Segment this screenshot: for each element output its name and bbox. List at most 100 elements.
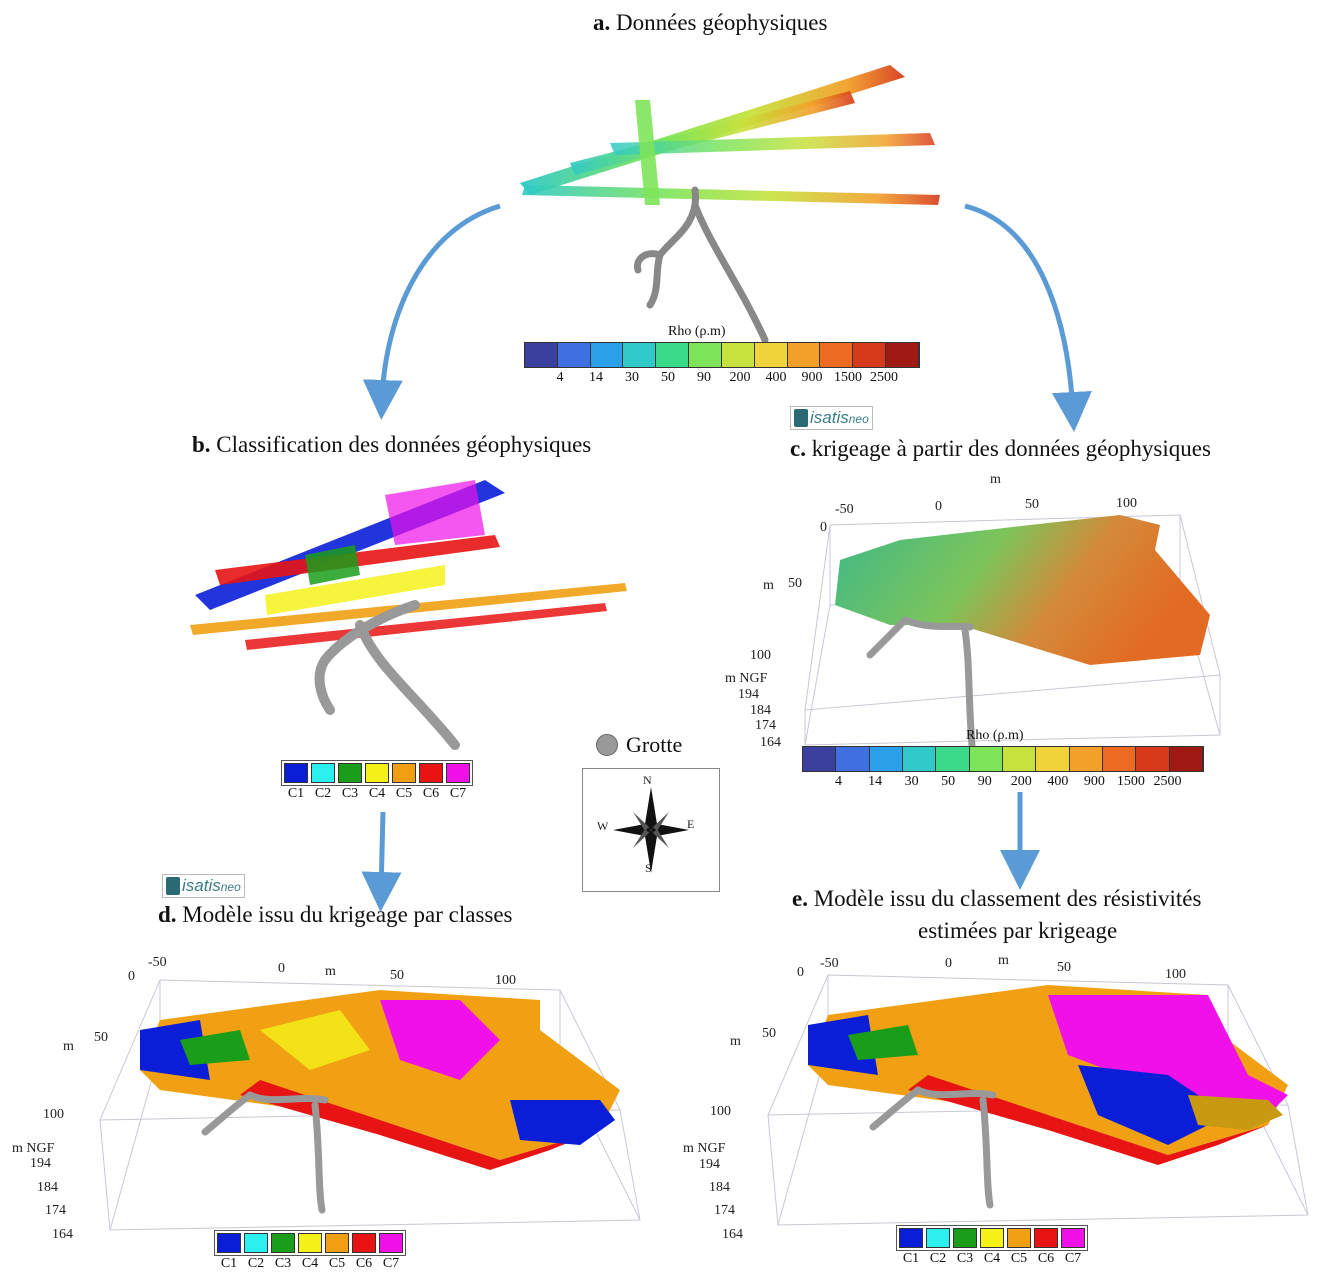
axis-c-y2: 100 — [750, 648, 771, 663]
cave-marker-icon — [596, 734, 618, 756]
colorbar-swatch — [1136, 747, 1170, 771]
class-swatch-c2 — [244, 1233, 268, 1253]
class-label: C4 — [301, 1256, 319, 1271]
axis-c-y0: 0 — [820, 520, 827, 535]
isatis-logo-icon — [166, 877, 180, 895]
class-swatch-c2 — [926, 1228, 950, 1248]
compass-e: E — [687, 817, 695, 831]
colorbar-swatch — [525, 343, 558, 367]
colorbar-tick-label: 1500 — [834, 370, 862, 385]
axis-c-x2: 50 — [1025, 497, 1039, 512]
colorbar-tick-label: 30 — [625, 370, 639, 385]
class-swatch-c1 — [284, 763, 308, 783]
colorbar-tick-label: 90 — [697, 370, 711, 385]
axis-e-z1: 184 — [709, 1180, 730, 1195]
class-swatch-c4 — [980, 1228, 1004, 1248]
colorbar-tick-label: 4 — [835, 774, 843, 789]
colorbar-swatch — [1169, 747, 1203, 771]
title-b: b. Classification des données géophysiqu… — [192, 432, 592, 457]
cave-shape-e — [869, 1086, 997, 1209]
axis-d-z0: 194 — [30, 1156, 51, 1171]
axis-d-x3: 100 — [495, 973, 516, 988]
arrow-b-to-d — [361, 811, 402, 912]
class-label: C3 — [341, 786, 359, 801]
class-label: C6 — [1037, 1251, 1055, 1266]
class-label: C2 — [929, 1251, 947, 1266]
axis-e-m-left: m — [730, 1034, 741, 1049]
colorbar-swatch — [1069, 747, 1103, 771]
axis-e-z0: 194 — [699, 1157, 720, 1172]
compass-rose-icon — [613, 787, 689, 873]
colorbar-tick-label: 14 — [589, 370, 603, 385]
kriging-3d-view — [804, 514, 1221, 749]
colorbar-swatch — [1102, 747, 1137, 771]
isatis-logo-d: isatisneo — [162, 874, 245, 898]
colorbar-tick-label: 90 — [977, 774, 992, 789]
class-kriging-3d-view-e — [767, 974, 1309, 1226]
axis-d-x0: -50 — [148, 955, 167, 970]
axis-e-m-top: m — [998, 953, 1009, 968]
axis-d-x2: 50 — [390, 968, 404, 983]
class-swatch-c7 — [379, 1233, 403, 1253]
class-swatch-c5 — [392, 763, 416, 783]
class-label: C3 — [956, 1251, 974, 1266]
class-label: C4 — [368, 786, 386, 801]
axis-c-m-top: m — [990, 472, 1001, 487]
axis-e-x2: 50 — [1057, 960, 1071, 975]
axis-c-m-left: m — [763, 578, 774, 593]
axis-c-z0: 194 — [738, 687, 759, 702]
title-e: e. Modèle issu du classement des résisti… — [792, 886, 1202, 911]
class-label: C5 — [395, 786, 413, 801]
class-label: C5 — [328, 1256, 346, 1271]
axis-d-m-top: m — [325, 964, 336, 979]
class-swatch-c3 — [953, 1228, 977, 1248]
class-label: C2 — [247, 1256, 265, 1271]
colorbar-tick-label: 2500 — [870, 370, 898, 385]
axis-d-zlabel: m NGF — [12, 1141, 55, 1156]
title-d: d. Modèle issu du krigeage par classes — [158, 902, 513, 927]
colorbar-swatch — [836, 747, 870, 771]
axis-e-x0: -50 — [820, 956, 839, 971]
axis-c-z3: 164 — [760, 735, 781, 750]
colorbar-swatch — [754, 343, 788, 367]
class-label: C3 — [274, 1256, 292, 1271]
compass: N S E W — [582, 768, 720, 892]
colorbar-swatch — [969, 747, 1003, 771]
colorbar-tick-label: 1500 — [1116, 774, 1145, 789]
axis-e-y0: 0 — [797, 965, 804, 980]
colorbar-swatch — [853, 343, 887, 367]
cave-shape-b — [314, 600, 460, 750]
class-swatch-c4 — [298, 1233, 322, 1253]
compass-w: W — [597, 819, 609, 833]
colorbar-swatch — [656, 343, 690, 367]
colorbar-tick-label: 50 — [941, 774, 956, 789]
classification-3d-view — [190, 480, 627, 750]
axis-d-y1: 50 — [94, 1030, 108, 1045]
colorbar-tick-label: 900 — [801, 370, 823, 385]
axis-d-z3: 164 — [52, 1227, 73, 1242]
cave-shape-d — [201, 1091, 329, 1214]
colorbar-swatch — [787, 343, 821, 367]
profile-5 — [635, 100, 660, 205]
colorbar-tick-label: 200 — [1010, 774, 1032, 789]
axis-e-z3: 164 — [722, 1227, 743, 1242]
cave-legend: Grotte — [596, 732, 682, 758]
axis-c-x3: 100 — [1116, 496, 1137, 511]
class-swatch-c1 — [217, 1233, 241, 1253]
compass-n: N — [643, 773, 652, 787]
cave-shape-c — [866, 616, 976, 749]
isatis-logo-icon — [794, 409, 808, 427]
class-swatch-c4 — [365, 763, 389, 783]
colorbar-swatch — [803, 747, 837, 771]
profile-4 — [610, 133, 935, 155]
class-label: C6 — [422, 786, 440, 801]
colorbar-swatch — [869, 747, 903, 771]
class-label: C7 — [382, 1256, 400, 1271]
colorbar-tick-label: 2500 — [1153, 774, 1182, 789]
colorbar-swatch — [902, 747, 937, 771]
class-swatch-c1 — [899, 1228, 923, 1248]
